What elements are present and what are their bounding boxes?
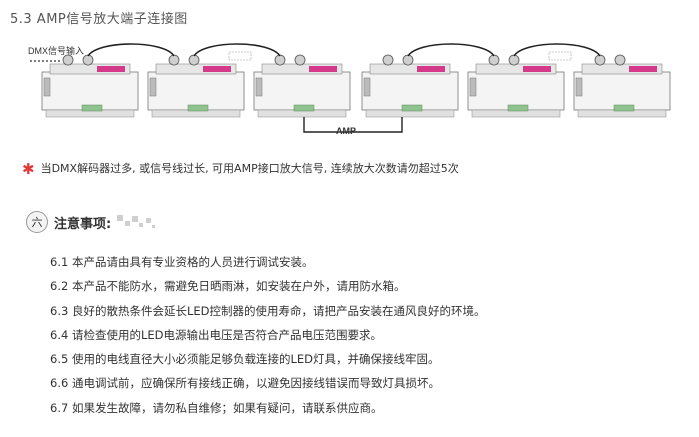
terminal-block: [507, 104, 529, 112]
connector-icon: [402, 54, 414, 66]
decoder-unit: [147, 71, 245, 111]
decoder-unit: [361, 71, 459, 111]
signal-cable: [407, 43, 495, 57]
connector-icon: [382, 54, 394, 66]
magenta-label: [417, 66, 445, 72]
side-port: [575, 77, 583, 97]
note: ✱ 当DMX解码器过多, 或信号线过长, 可用AMP接口放大信号, 连续放大次数请…: [22, 160, 459, 178]
magenta-label: [629, 66, 657, 72]
decoder-unit: [467, 71, 565, 111]
section-title: 5.3 AMP信号放大端子连接图: [10, 12, 188, 27]
side-port: [149, 77, 157, 97]
connector-icon: [82, 54, 94, 66]
magenta-label: [97, 66, 125, 72]
list-item: 6.3 良好的散热条件会延长LED控制器的使用寿命，请把产品安装在通风良好的环境…: [50, 303, 486, 318]
side-port: [469, 77, 477, 97]
chapter-title: 注意事项:: [54, 216, 112, 232]
connector-icon: [168, 54, 180, 66]
side-port: [43, 77, 51, 97]
list-item: 6.6 通电调试前，应确保所有接线正确，以避免因接线错误而导致灯具损坏。: [50, 376, 440, 391]
list-item: 6.4 请检查使用的LED电源输出电压是否符合产品电压范围要求。: [50, 327, 382, 342]
connector-icon: [614, 54, 626, 66]
dmx-input-label: DMX信号输入: [28, 45, 84, 56]
magenta-label: [523, 66, 551, 72]
connector-icon: [508, 54, 520, 66]
list-item: 6.5 使用的电线直径大小必须能足够负载连接的LED灯具，并确保接线牢固。: [50, 352, 440, 367]
chapter-heading: 六 注意事项:: [26, 211, 157, 233]
terminal-block: [187, 104, 209, 112]
connector-icon: [62, 54, 74, 66]
asterisk-icon: ✱: [22, 160, 35, 178]
connector-icon: [294, 54, 306, 66]
terminal-block: [401, 104, 423, 112]
side-port: [255, 77, 263, 97]
signal-cable: [193, 43, 281, 57]
decoration-squares: [117, 213, 157, 231]
notice-list: 6.1 本产品请由具有专业资格的人员进行调试安装。 6.2 本产品不能防水，需避…: [50, 250, 485, 420]
decoder-unit: [41, 71, 139, 111]
magenta-label: [203, 66, 231, 72]
list-item: 6.7 如果发生故障，请勿私自维修；如果有疑问，请联系供应商。: [50, 400, 383, 415]
connector-icon: [274, 54, 286, 66]
signal-cable: [513, 43, 601, 57]
signal-cable: [87, 43, 175, 57]
continuation-box: [228, 51, 252, 61]
list-item: 6.2 本产品不能防水，需避免日晒雨淋，如安装在户外，请用防水箱。: [50, 279, 406, 294]
list-item: 6.1 本产品请由具有专业资格的人员进行调试安装。: [50, 255, 314, 269]
amp-connection-diagram: DMX信号输入 AMP: [28, 43, 671, 136]
chapter-number: 六: [26, 211, 48, 233]
amp-label: AMP: [336, 126, 356, 136]
connector-icon: [188, 54, 200, 66]
continuation-box: [548, 51, 572, 61]
terminal-block: [81, 104, 103, 112]
decoder-unit: [573, 71, 671, 111]
side-port: [363, 77, 371, 97]
note-text: 当DMX解码器过多, 或信号线过长, 可用AMP接口放大信号, 连续放大次数请勿…: [40, 162, 459, 175]
connector-icon: [488, 54, 500, 66]
magenta-label: [309, 66, 337, 72]
decoder-unit: [253, 71, 351, 111]
terminal-block: [293, 104, 315, 112]
terminal-block: [613, 104, 635, 112]
amp-link: [303, 117, 403, 133]
connector-icon: [594, 54, 606, 66]
